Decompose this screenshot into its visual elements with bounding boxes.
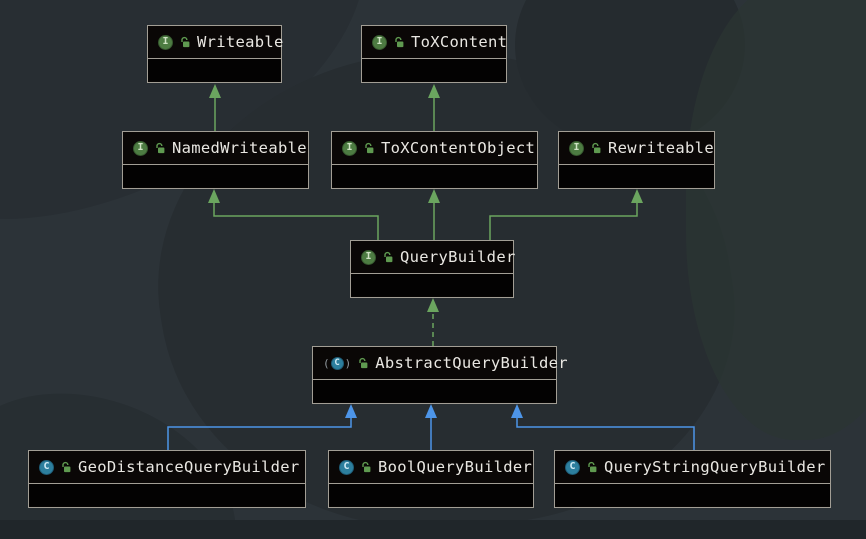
lock-icon [358, 357, 368, 369]
wallpaper-bottom-strip [0, 520, 866, 539]
node-label: BoolQueryBuilder [378, 458, 533, 476]
class-icon: C [339, 459, 354, 475]
node-label: GeoDistanceQueryBuilder [78, 458, 300, 476]
class-node-toxcontent[interactable]: I ToXContent [361, 25, 507, 83]
node-label: ToXContent [411, 33, 508, 51]
lock-icon [383, 251, 393, 263]
class-node-boolquerybuilder[interactable]: C BoolQueryBuilder [328, 450, 534, 508]
node-body [332, 165, 537, 187]
node-body [148, 59, 281, 81]
interface-icon: I [342, 140, 357, 156]
node-title: ( C ) AbstractQueryBuilder [313, 347, 568, 380]
lock-icon [61, 461, 71, 473]
node-label: Writeable [197, 33, 284, 51]
interface-icon: I [569, 140, 584, 156]
node-label: AbstractQueryBuilder [375, 354, 568, 372]
node-title: I ToXContent [362, 26, 508, 59]
interface-icon: I [158, 34, 173, 50]
class-node-namedwriteable[interactable]: I NamedWriteable [122, 131, 309, 189]
node-body [559, 165, 714, 187]
node-body [555, 484, 830, 506]
lock-icon [591, 142, 601, 154]
interface-icon: I [133, 140, 148, 156]
lock-icon [361, 461, 371, 473]
class-icon: C [565, 459, 580, 475]
node-title: I ToXContentObject [332, 132, 537, 165]
interface-icon: I [372, 34, 387, 50]
node-body [362, 59, 506, 81]
wallpaper-shape [686, 0, 866, 440]
class-node-querybuilder[interactable]: I QueryBuilder [350, 240, 516, 298]
node-title: I QueryBuilder [351, 241, 516, 274]
node-title: I NamedWriteable [123, 132, 308, 165]
node-label: ToXContentObject [381, 139, 536, 157]
node-title: C BoolQueryBuilder [329, 451, 533, 484]
node-body [29, 484, 305, 506]
lock-icon [587, 461, 597, 473]
node-title: C GeoDistanceQueryBuilder [29, 451, 305, 484]
node-label: Rewriteable [608, 139, 714, 157]
node-body [313, 380, 556, 402]
lock-icon [180, 36, 190, 48]
class-node-rewriteable[interactable]: I Rewriteable [558, 131, 715, 189]
interface-icon: I [361, 249, 376, 265]
class-node-toxcontentobject[interactable]: I ToXContentObject [331, 131, 538, 189]
node-title: C QueryStringQueryBuilder [555, 451, 830, 484]
node-label: QueryStringQueryBuilder [604, 458, 826, 476]
class-node-querystringquerybuilder[interactable]: C QueryStringQueryBuilder [554, 450, 831, 508]
class-node-writeable[interactable]: I Writeable [147, 25, 284, 83]
abstract-class-icon: ( C ) [323, 356, 352, 370]
node-body [329, 484, 533, 506]
class-icon: C [39, 459, 54, 475]
node-body [123, 165, 308, 187]
class-node-abstractquerybuilder[interactable]: ( C ) AbstractQueryBuilder [312, 346, 568, 404]
lock-icon [155, 142, 165, 154]
node-body [351, 274, 513, 296]
class-node-geodistancequerybuilder[interactable]: C GeoDistanceQueryBuilder [28, 450, 306, 508]
node-title: I Writeable [148, 26, 284, 59]
node-label: QueryBuilder [400, 248, 516, 266]
node-title: I Rewriteable [559, 132, 714, 165]
lock-icon [364, 142, 374, 154]
node-label: NamedWriteable [172, 139, 307, 157]
lock-icon [394, 36, 404, 48]
